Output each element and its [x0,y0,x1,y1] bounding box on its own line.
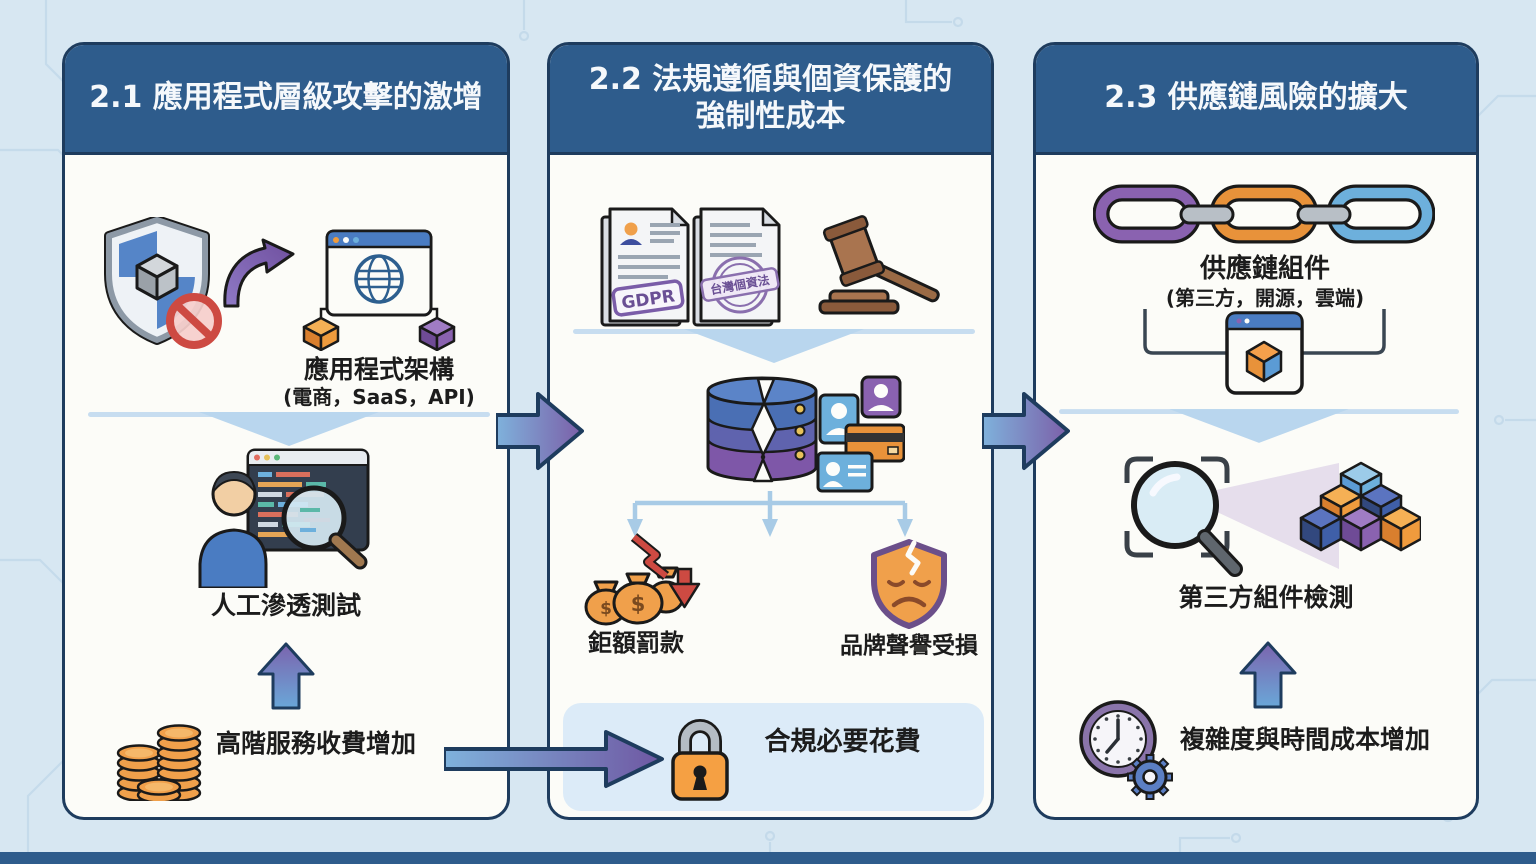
scan-magnifier-icon [1131,461,1219,549]
panel3-title: 2.3 供應鏈風險的擴大 [1104,80,1408,116]
section-divider [1059,409,1459,443]
chain-label: 供應鏈組件 [1199,254,1330,284]
svg-text:$: $ [631,592,646,616]
gavel-icon [818,215,940,315]
damaged-brand-shield-icon [871,539,947,629]
doc-avatar-icon [624,222,638,236]
fine-label: 鉅額罰款 [588,629,684,657]
up-arrow-icon [1239,641,1297,709]
scan-beam [1185,463,1339,569]
panel3-header: 2.3 供應鏈風險的擴大 [1036,45,1476,155]
broken-database-icon [706,376,818,483]
app-architecture-label: 應用程式架構 [303,355,454,384]
up-arrow-icon [257,642,315,710]
orange-cube-icon [302,316,340,351]
person-body [198,528,268,588]
branch-arrows [627,491,913,537]
lock-icon [671,719,729,801]
svg-text:$: $ [600,599,612,619]
gdpr-stamp: GDPR [611,279,685,317]
bottom-accent-bar [0,852,1536,864]
id-badge-icon [816,451,874,493]
purple-cube-icon [418,316,456,351]
panel1-header: 2.1 應用程式層級攻擊的激增 [65,45,507,155]
crack [750,377,778,483]
component-scan-icon [1124,456,1421,577]
detect-label: 第三方組件檢測 [1178,583,1354,612]
cost-increase-label: 複雜度與時間成本增加 [1179,725,1430,754]
supply-chain-icon [1093,184,1435,244]
flow-arrow-panel1-to-panel2 [496,392,584,470]
shield-blocked-icon [104,217,222,349]
regulation-documents-icon: GDPR 台灣個資法 [600,207,781,327]
section-divider [573,329,975,363]
flow-arrow-panel2-to-panel3 [982,392,1070,470]
curved-arrow-icon [223,238,295,308]
chain-sublabel: (第三方，開源，雲端) [1165,286,1365,310]
panel2-header: 2.2 法規遵循與個資保護的 強制性成本 [550,45,991,155]
panel-supply-chain-risk: 2.3 供應鏈風險的擴大 供應鏈組件 (第三方，開源，雲端) [1033,42,1479,820]
clock-gear-icon [1079,700,1173,800]
panel2-title-line1: 2.2 法規遵循與個資保護的 [588,61,953,97]
compliance-label: 合規必要花費 [764,727,921,757]
panel-compliance-costs: 2.2 法規遵循與個資保護的 強制性成本 GDPR 台灣個資法 [547,42,994,820]
cube-stack-icon [1299,461,1421,552]
panel1-title: 2.1 應用程式層級攻擊的激增 [89,80,483,116]
fee-increase-label: 高階服務收費增加 [215,729,416,758]
fee-to-compliance-arrow [444,730,664,788]
web-app-architecture-icon [302,229,456,351]
section-divider [88,412,490,446]
coins-icon [116,724,202,801]
id-card-purple-icon [860,375,902,419]
component-cube-icon [1245,340,1283,383]
panel2-title-line2: 強制性成本 [695,98,846,134]
pentest-label: 人工滲透測試 [210,591,361,620]
brand-damage-label: 品牌聲譽受損 [840,633,978,659]
pentester-icon [198,448,370,588]
data-breach-icon [706,375,905,493]
app-architecture-sublabel: (電商，SaaS，API) [283,385,475,409]
gear-icon [1127,754,1173,800]
component-bracket-icon [1143,309,1386,395]
fines-icon: $ $ [584,533,701,626]
panel-app-layer-attacks: 2.1 應用程式層級攻擊的激增 [62,42,510,820]
